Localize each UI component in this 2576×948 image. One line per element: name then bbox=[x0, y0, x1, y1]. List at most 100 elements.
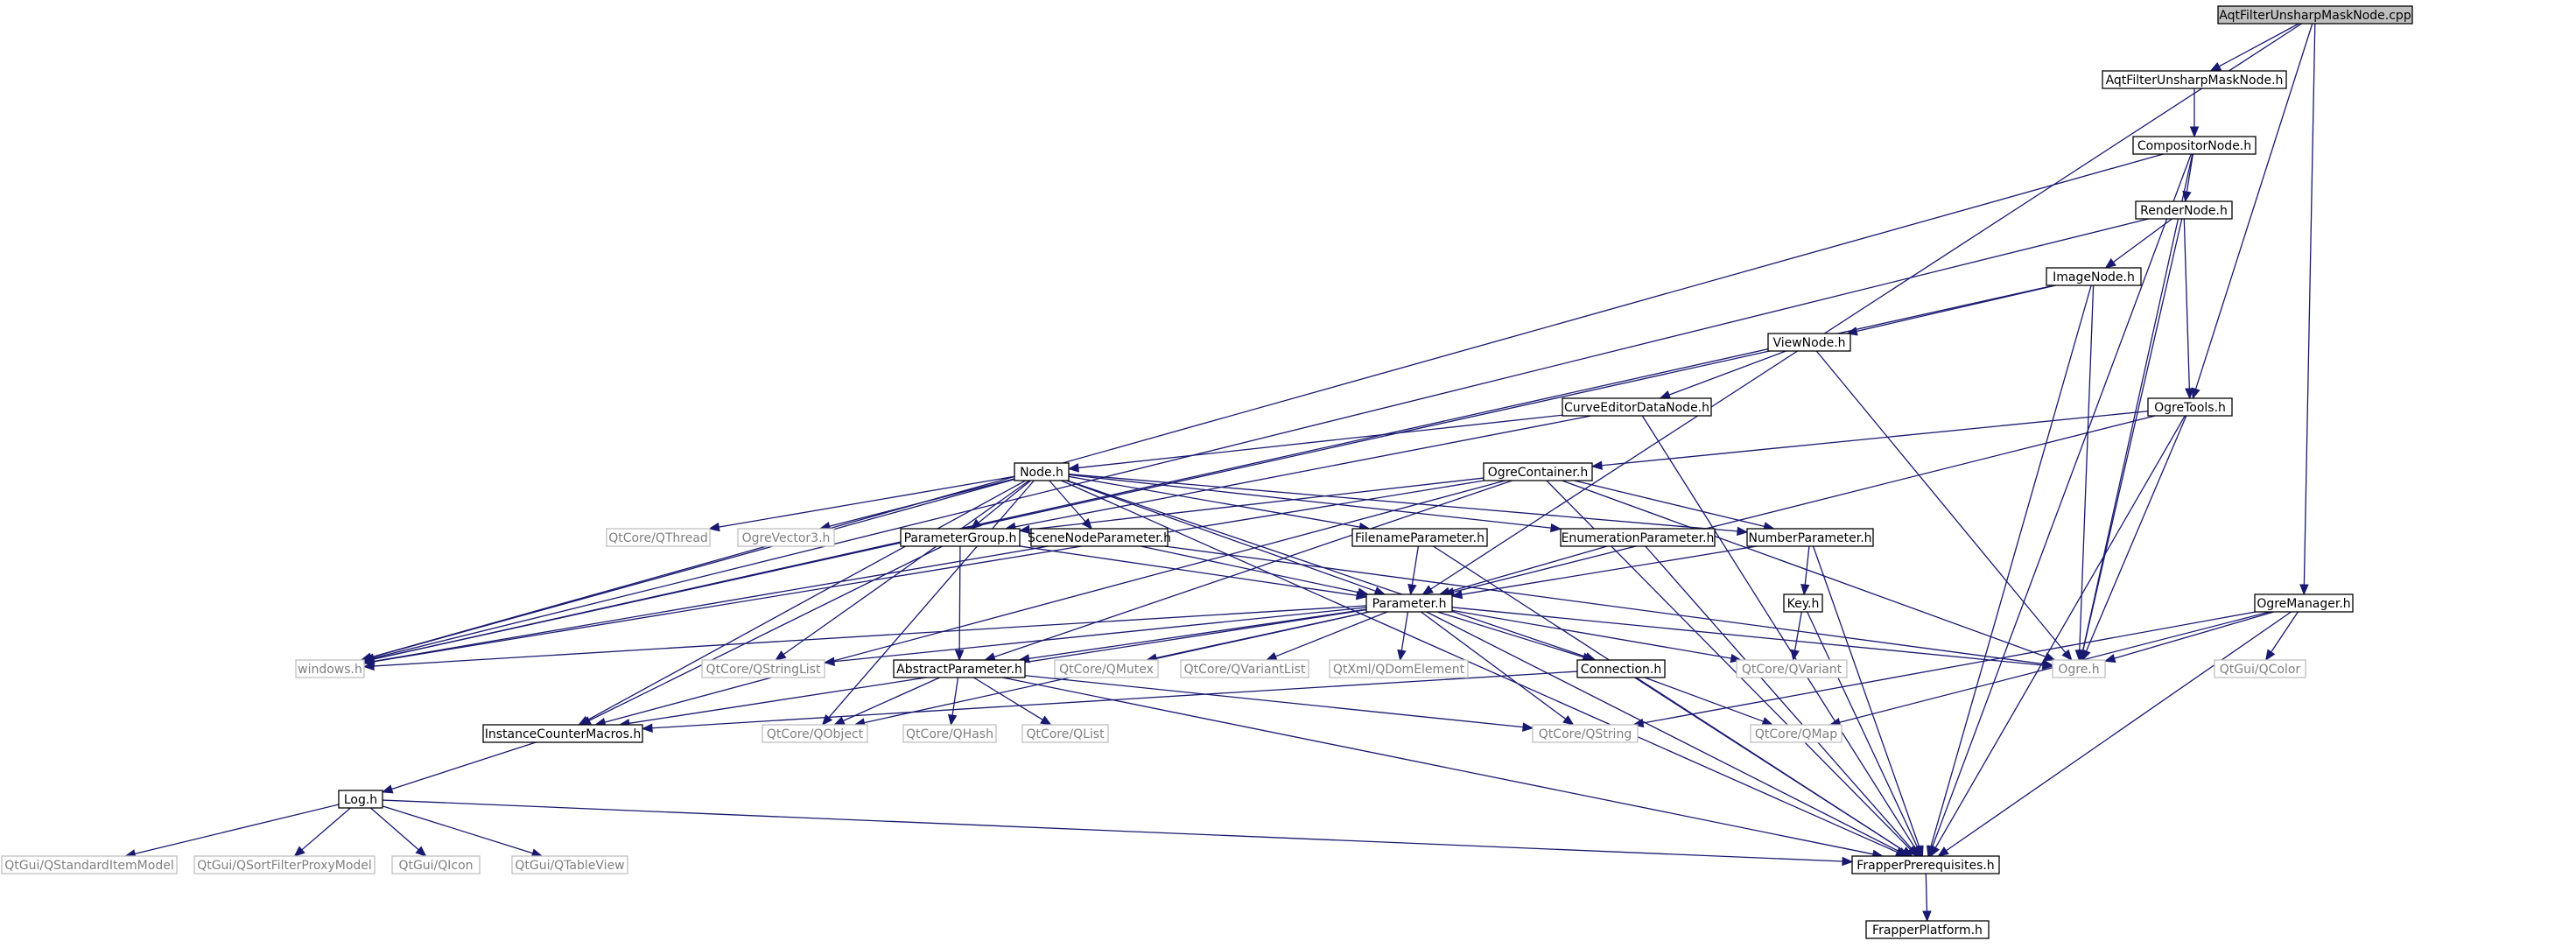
node-key[interactable]: Key.h bbox=[1783, 593, 1823, 613]
edge-line bbox=[370, 153, 2164, 658]
node-log[interactable]: Log.h bbox=[338, 790, 383, 809]
node-qthread: QtCore/QThread bbox=[606, 528, 711, 547]
node-label: Ogre.h bbox=[2058, 663, 2099, 677]
edge-numparam-to-fprereq bbox=[1812, 545, 1924, 858]
node-box bbox=[1767, 333, 1851, 352]
edge-line bbox=[2082, 218, 2183, 651]
arrowhead bbox=[1450, 589, 1463, 600]
node-enparam[interactable]: EnumerationParameter.h bbox=[1560, 528, 1716, 547]
arrowhead bbox=[833, 716, 846, 726]
edge-line bbox=[783, 480, 1030, 656]
node-node[interactable]: Node.h bbox=[1014, 462, 1070, 481]
arrowhead bbox=[641, 723, 653, 733]
edge-line bbox=[1421, 611, 1567, 720]
arrowhead bbox=[1842, 856, 1854, 867]
node-label: QtCore/QHash bbox=[906, 727, 993, 741]
edge-param-to-ogreh bbox=[1451, 607, 2054, 671]
edge-compositor-to-render bbox=[2182, 153, 2194, 203]
edge-absparam-to-qhash bbox=[947, 677, 959, 727]
edge-view-to-windows bbox=[362, 350, 1770, 664]
node-qcolor: QtGui/QColor bbox=[2214, 659, 2306, 678]
edge-line bbox=[1453, 415, 2156, 593]
edge-line bbox=[1024, 675, 1524, 728]
edge-line bbox=[651, 671, 1578, 729]
edge-node-to-windows bbox=[360, 478, 1015, 662]
node-render[interactable]: RenderNode.h bbox=[2135, 200, 2233, 220]
node-root[interactable]: AqtFilterUnsharpMaskNode.cpp bbox=[2217, 5, 2413, 25]
edge-line bbox=[2113, 218, 2172, 263]
edge-compositor-to-fprereq bbox=[1927, 153, 2192, 858]
arrowhead bbox=[1421, 585, 1434, 595]
arrowhead bbox=[2074, 650, 2085, 662]
node-numparam[interactable]: NumberParameter.h bbox=[1746, 528, 1874, 547]
node-box bbox=[1783, 593, 1823, 613]
node-image[interactable]: ImageNode.h bbox=[2046, 267, 2142, 286]
node-box bbox=[1351, 528, 1488, 547]
edge-line bbox=[1804, 545, 1810, 586]
node-qlist: QtCore/QList bbox=[1021, 724, 1109, 743]
edge-ogretools-to-param bbox=[1442, 415, 2156, 597]
edge-line bbox=[373, 545, 1049, 663]
node-icm[interactable]: InstanceCounterMacros.h bbox=[482, 724, 643, 743]
edge-line bbox=[1641, 415, 1916, 849]
edge-line bbox=[2183, 218, 2190, 390]
edge-image-to-view bbox=[1846, 284, 2056, 336]
edge-view-to-curve bbox=[1659, 350, 1786, 399]
node-box bbox=[1329, 659, 1469, 678]
edge-line bbox=[2219, 23, 2299, 67]
node-fplat[interactable]: FrapperPlatform.h bbox=[1865, 920, 1990, 939]
node-ogrecont[interactable]: OgreContainer.h bbox=[1483, 462, 1593, 481]
edge-ogretools-to-ogrecont bbox=[1590, 411, 2149, 470]
node-curve[interactable]: CurveEditorDataNode.h bbox=[1562, 397, 1712, 417]
arrowhead bbox=[1549, 523, 1562, 533]
edge-image-to-ogreh bbox=[2074, 284, 2095, 662]
edge-root-to-ogretools bbox=[2191, 23, 2313, 400]
edge-fnparam-to-param bbox=[1407, 545, 1420, 596]
edge-line bbox=[373, 605, 1367, 667]
node-compositor[interactable]: CompositorNode.h bbox=[2132, 136, 2257, 155]
arrowhead bbox=[362, 661, 375, 671]
node-label: Connection.h bbox=[1581, 663, 1662, 677]
edge-node-to-qthread bbox=[708, 475, 1015, 532]
node-fprereq[interactable]: FrapperPrerequisites.h bbox=[1851, 855, 2000, 874]
arrowhead bbox=[2061, 649, 2073, 662]
node-box bbox=[762, 724, 868, 743]
edge-line bbox=[1426, 611, 1900, 853]
node-box bbox=[1180, 659, 1309, 678]
node-box bbox=[1576, 659, 1666, 678]
node-param[interactable]: Parameter.h bbox=[1365, 593, 1453, 613]
node-fnparam[interactable]: FilenameParameter.h bbox=[1351, 528, 1488, 547]
edge-line bbox=[1644, 677, 1764, 722]
node-box bbox=[1750, 724, 1843, 743]
node-box bbox=[1030, 528, 1169, 547]
node-qstring: QtCore/QString bbox=[1532, 724, 1639, 743]
edge-line bbox=[1574, 480, 1765, 528]
arrowhead bbox=[2043, 652, 2056, 661]
edge-line bbox=[993, 480, 1513, 658]
arrowhead bbox=[1737, 526, 1749, 537]
node-label: QtGui/QSortFilterProxyModel bbox=[197, 859, 372, 873]
node-ogreh: Ogre.h bbox=[2052, 659, 2106, 678]
edge-enparam-to-fprereq bbox=[1645, 545, 1920, 857]
node-ogremgr[interactable]: OgreManager.h bbox=[2254, 593, 2354, 613]
edge-line bbox=[1067, 480, 1587, 658]
edge-line bbox=[1807, 611, 1919, 848]
node-qvl: QtCore/QVariantList bbox=[1180, 659, 1309, 678]
node-aqtH[interactable]: AqtFilterUnsharpMaskNode.h bbox=[2102, 70, 2287, 89]
edge-line bbox=[1400, 611, 1409, 651]
edge-line bbox=[1019, 545, 1358, 596]
node-pgroup[interactable]: ParameterGroup.h bbox=[900, 528, 1021, 547]
node-view[interactable]: ViewNode.h bbox=[1767, 333, 1851, 352]
node-conn[interactable]: Connection.h bbox=[1576, 659, 1666, 678]
arrowhead bbox=[1081, 517, 1093, 530]
node-label: AqtFilterUnsharpMaskNode.h bbox=[2106, 74, 2284, 88]
node-ogretools[interactable]: OgreTools.h bbox=[2147, 397, 2233, 417]
node-label: QtCore/QThread bbox=[608, 531, 708, 545]
node-absparam[interactable]: AbstractParameter.h bbox=[893, 659, 1026, 678]
node-snparam[interactable]: SceneNodeParameter.h bbox=[1028, 528, 1171, 547]
edge-line bbox=[1793, 611, 1802, 651]
node-box bbox=[1365, 593, 1453, 613]
edge-node-to-icm bbox=[578, 480, 1027, 726]
edge-log-to-qtv bbox=[382, 805, 544, 858]
edge-line bbox=[1451, 609, 1732, 659]
